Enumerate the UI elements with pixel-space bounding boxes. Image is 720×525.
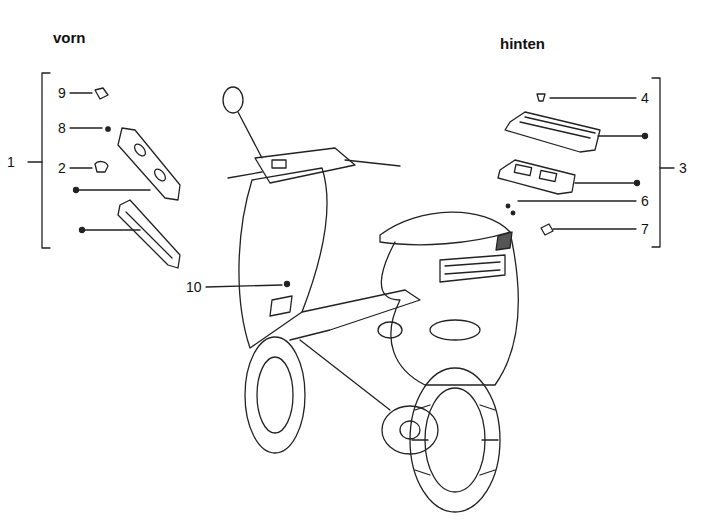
- bracket-left: [28, 73, 50, 248]
- callout-number: 9: [58, 85, 66, 101]
- rear-parts: [498, 94, 648, 235]
- callout-number: 7: [641, 221, 649, 237]
- scooter: [206, 87, 518, 512]
- callout-number: 2: [58, 160, 66, 176]
- view-heading: hinten: [500, 36, 545, 52]
- front-parts: [70, 88, 180, 268]
- bracket-right: [652, 78, 674, 247]
- callout-number: 4: [641, 90, 649, 106]
- view-heading: vorn: [53, 30, 86, 46]
- callout-number: 10: [186, 279, 202, 295]
- callout-number: 8: [58, 120, 66, 136]
- callout-number: 3: [679, 160, 687, 176]
- callout-number: 1: [7, 154, 15, 170]
- callout-number: 6: [641, 193, 649, 209]
